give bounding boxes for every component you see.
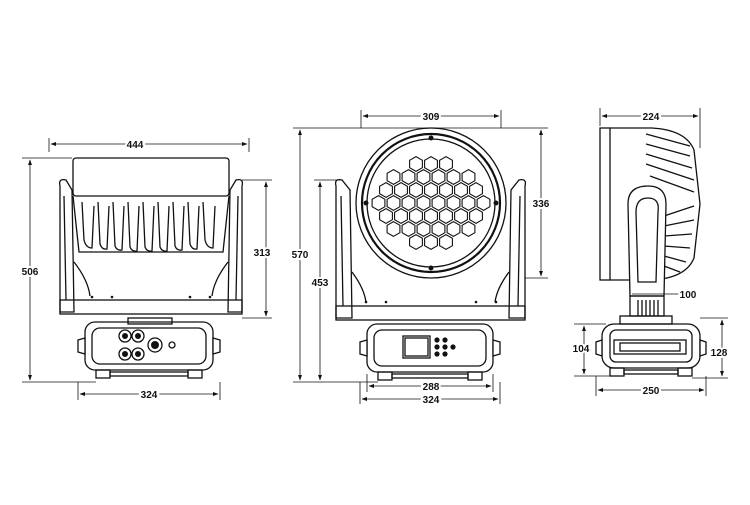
lens-hex-cell xyxy=(394,181,408,199)
lens-hex-cell xyxy=(394,207,408,225)
lens-hex-cell xyxy=(379,181,393,199)
lens-hex-cell xyxy=(461,168,476,186)
lens-hex-cell xyxy=(424,233,438,251)
lens-hex-cell xyxy=(431,220,446,238)
dim-side-506: 506 xyxy=(22,267,39,278)
dim-end-100: 100 xyxy=(680,290,697,301)
end-view: 224 100 104 128 250 xyxy=(571,108,730,399)
dim-front-288: 288 xyxy=(423,382,440,393)
dim-front-336: 336 xyxy=(533,199,550,210)
side-view: 444 506 313 324 xyxy=(20,138,273,403)
dim-side-313: 313 xyxy=(254,248,271,259)
lens-hex-cell xyxy=(409,233,423,251)
side-dimensions: 444 506 313 324 xyxy=(20,138,273,403)
dim-end-250: 250 xyxy=(643,386,660,397)
lens-hex-cell xyxy=(409,155,423,173)
lens-hex-cell xyxy=(469,181,483,199)
lens-hex-cell xyxy=(424,155,438,173)
lens-hex-cell xyxy=(386,220,401,238)
lens-hex-cell xyxy=(446,194,461,212)
front-view: 309 570 453 336 288 324 xyxy=(290,110,552,408)
lens-hex-cell xyxy=(416,220,431,238)
lens-hex-cell xyxy=(439,155,453,173)
lens-hex-cell xyxy=(379,207,393,225)
lens-hex-cell xyxy=(371,194,386,212)
lens-hex-cell xyxy=(439,181,453,199)
lens-hex-cell xyxy=(409,181,423,199)
lens-hex-cell xyxy=(454,207,468,225)
end-dimensions: 224 100 104 128 250 xyxy=(571,108,730,399)
dim-front-453: 453 xyxy=(312,278,329,289)
lens-hex-cell xyxy=(446,168,461,186)
lens-hex-cell xyxy=(439,207,453,225)
dim-front-570: 570 xyxy=(292,250,309,261)
dim-front-309: 309 xyxy=(423,112,440,123)
end-yoke-arm xyxy=(627,185,667,317)
dim-side-324: 324 xyxy=(141,390,158,401)
lens-hex-cell xyxy=(409,207,423,225)
side-base xyxy=(77,317,221,379)
front-base-display xyxy=(402,335,431,359)
lens-hex-cell xyxy=(439,233,453,251)
dim-end-224: 224 xyxy=(643,112,660,123)
side-head xyxy=(72,157,230,253)
side-yoke xyxy=(58,178,244,315)
lens-hex-cell xyxy=(469,207,483,225)
lens-hex-cell xyxy=(431,194,446,212)
dim-end-104: 104 xyxy=(573,344,590,355)
side-heatsink-fins xyxy=(81,201,216,252)
lens-hex-cell xyxy=(401,220,416,238)
lens-hex-cell xyxy=(424,181,438,199)
end-heatsink-fins xyxy=(645,133,695,273)
front-lens xyxy=(355,127,507,279)
lens-hex-cell xyxy=(401,168,416,186)
front-base-buttons xyxy=(434,337,456,357)
end-base xyxy=(595,315,707,377)
lens-hex-cell xyxy=(431,168,446,186)
lens-hex-cell xyxy=(416,194,431,212)
front-lens-hexgrid xyxy=(371,155,491,251)
lens-hex-cell xyxy=(461,220,476,238)
dim-front-324: 324 xyxy=(423,395,440,406)
lens-hex-cell xyxy=(386,168,401,186)
front-yoke xyxy=(334,178,527,321)
side-bottom-holes xyxy=(90,295,212,299)
lens-hex-cell xyxy=(476,194,491,212)
front-dimensions: 309 570 453 336 288 324 xyxy=(290,110,552,408)
end-head xyxy=(599,127,701,281)
dim-end-128: 128 xyxy=(711,348,728,359)
lens-hex-cell xyxy=(386,194,401,212)
lens-hex-cell xyxy=(424,207,438,225)
lens-hex-cell xyxy=(461,194,476,212)
lens-hex-cell xyxy=(416,168,431,186)
lens-hex-cell xyxy=(446,220,461,238)
lens-hex-cell xyxy=(401,194,416,212)
dim-side-444: 444 xyxy=(127,140,144,151)
lens-hex-cell xyxy=(454,181,468,199)
end-arm-grille xyxy=(637,300,659,316)
front-base xyxy=(359,323,501,381)
side-base-connectors xyxy=(118,329,176,361)
